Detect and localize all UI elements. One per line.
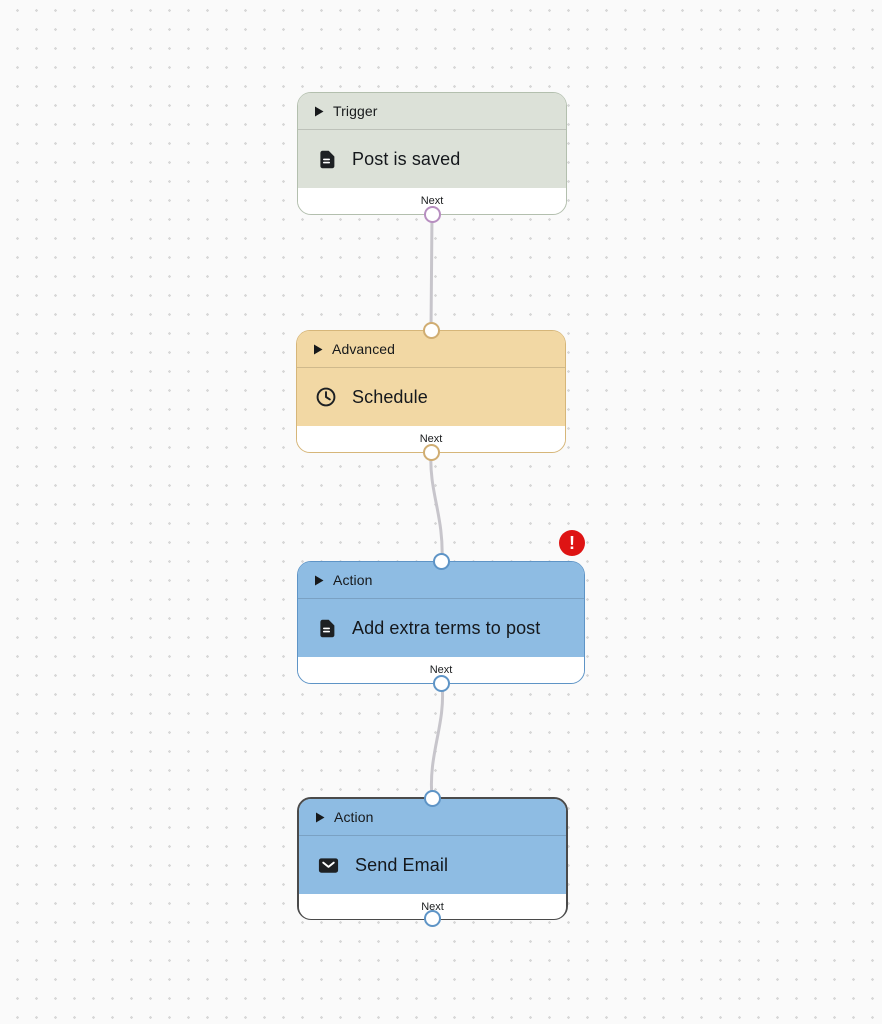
node-body: Post is saved xyxy=(298,130,566,188)
clock-icon xyxy=(315,386,337,408)
next-label: Next xyxy=(429,663,453,676)
output-port[interactable] xyxy=(423,206,441,223)
input-port[interactable] xyxy=(424,790,441,807)
workflow-node-trigger[interactable]: Trigger Post is saved Next xyxy=(297,92,567,223)
output-port[interactable] xyxy=(432,675,450,692)
node-title: Add extra terms to post xyxy=(352,617,541,638)
output-port[interactable] xyxy=(422,444,440,461)
node-category-label: Action xyxy=(334,809,374,825)
next-label: Next xyxy=(420,194,444,207)
node-title: Post is saved xyxy=(352,148,461,169)
edge-connector[interactable] xyxy=(429,451,444,563)
node-header: Trigger xyxy=(298,93,566,130)
collapse-triangle-icon[interactable] xyxy=(314,106,324,117)
workflow-node-action-add-terms[interactable]: Action Add extra terms to post Next xyxy=(297,553,585,692)
edge-connector[interactable] xyxy=(429,213,434,332)
node-category-label: Action xyxy=(333,572,373,588)
envelope-icon xyxy=(317,854,340,877)
input-port[interactable] xyxy=(422,322,440,339)
node-title: Send Email xyxy=(355,854,449,875)
node-category-label: Trigger xyxy=(333,103,378,119)
error-badge-icon[interactable]: ! xyxy=(559,530,585,556)
document-icon xyxy=(316,618,337,639)
collapse-triangle-icon[interactable] xyxy=(313,344,323,355)
node-body: Schedule xyxy=(297,368,565,426)
node-body: Send Email xyxy=(299,836,566,894)
next-label: Next xyxy=(419,432,443,445)
document-icon xyxy=(316,149,337,170)
collapse-triangle-icon[interactable] xyxy=(315,812,325,823)
node-category-label: Advanced xyxy=(332,341,396,357)
input-port[interactable] xyxy=(432,553,450,570)
output-port[interactable] xyxy=(424,910,441,927)
next-label: Next xyxy=(421,900,444,913)
workflow-node-action-send-email[interactable]: Action Send Email Next xyxy=(297,790,568,927)
edge-connector[interactable] xyxy=(429,682,445,799)
node-title: Schedule xyxy=(352,386,428,407)
workflow-node-advanced[interactable]: Advanced Schedule Next xyxy=(296,322,566,461)
collapse-triangle-icon[interactable] xyxy=(314,575,324,586)
node-body: Add extra terms to post xyxy=(298,599,584,657)
